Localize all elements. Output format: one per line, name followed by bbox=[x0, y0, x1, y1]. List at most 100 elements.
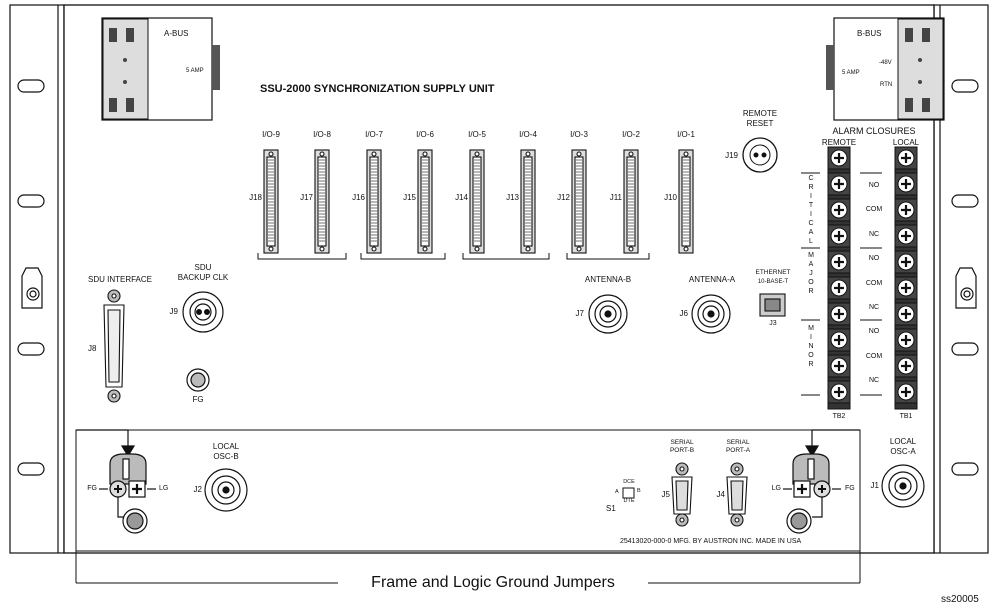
serial-port-b-label-line1: SERIAL bbox=[670, 439, 694, 446]
tb1-label: TB1 bbox=[899, 413, 913, 420]
alarm-group-critical-char: C bbox=[808, 220, 814, 227]
io-jack-j15: J15 bbox=[403, 193, 416, 202]
alarm-group-minor-char: R bbox=[808, 361, 814, 368]
right-jumper-lg-label: LG bbox=[771, 485, 781, 492]
antenna-a-connector bbox=[691, 294, 731, 334]
io-connectors bbox=[263, 149, 694, 254]
a-bus-amp-label: 5 AMP bbox=[186, 68, 204, 74]
alarm-closures-title: ALARM CLOSURES bbox=[832, 126, 916, 136]
ethernet-jack: J3 bbox=[769, 320, 777, 327]
serial-port-b-jack: J5 bbox=[661, 490, 670, 499]
io-label-2: I/O-8 bbox=[313, 130, 331, 139]
ethernet-port bbox=[759, 293, 786, 317]
io-jack-j18: J18 bbox=[249, 193, 262, 202]
alarm-group-critical-char: T bbox=[808, 202, 814, 209]
left-jumper-fg-label: FG bbox=[87, 485, 97, 492]
alarm-group-major-char: M bbox=[808, 252, 814, 259]
local-osc-b-label-line1: LOCAL bbox=[212, 442, 240, 451]
serial-port-a-jack: J4 bbox=[716, 490, 725, 499]
b-bus-amp-label: 5 AMP bbox=[842, 70, 860, 76]
switch-a-label: A bbox=[615, 489, 619, 495]
io-connector-j18 bbox=[263, 149, 279, 254]
io-connector-j10 bbox=[678, 149, 694, 254]
alarm-contact-8: COM bbox=[865, 353, 883, 360]
alarm-group-critical-char: C bbox=[808, 175, 814, 182]
io-connector-j12 bbox=[571, 149, 587, 254]
alarm-contact-3: NC bbox=[868, 231, 880, 238]
serial-port-a-label-line2: PORT-A bbox=[725, 447, 751, 454]
io-label-5: I/O-5 bbox=[468, 130, 486, 139]
io-jack-j13: J13 bbox=[506, 193, 519, 202]
local-osc-b-jack: J2 bbox=[193, 485, 202, 494]
figure-id: ss20005 bbox=[941, 594, 979, 605]
alarm-remote-heading: REMOTE bbox=[821, 138, 857, 147]
io-jack-j16: J16 bbox=[352, 193, 365, 202]
switch-b-label: B bbox=[637, 488, 641, 494]
sdu-backup-jack: J9 bbox=[169, 307, 178, 316]
io-connector-j13 bbox=[520, 149, 536, 254]
alarm-contact-2: COM bbox=[865, 206, 883, 213]
left-ground-jumper bbox=[76, 429, 156, 534]
alarm-contact-9: NC bbox=[868, 377, 880, 384]
alarm-group-critical-char: L bbox=[809, 238, 813, 245]
alarm-group-critical-char: A bbox=[808, 229, 814, 236]
frame-ground-label: FG bbox=[192, 395, 204, 404]
b-bus-label: B-BUS bbox=[857, 29, 882, 38]
serial-port-a-connector bbox=[726, 462, 748, 527]
a-bus-power-module bbox=[101, 17, 220, 121]
b-bus-power-module bbox=[826, 17, 945, 121]
remote-reset-connector bbox=[742, 137, 778, 173]
io-connector-j15 bbox=[417, 149, 433, 254]
alarm-group-critical-char: I bbox=[810, 193, 812, 200]
sdu-backup-label-line1: SDU bbox=[194, 263, 212, 272]
switch-dce-label: DCE bbox=[623, 479, 635, 485]
antenna-b-jack: J7 bbox=[575, 309, 584, 318]
io-label-9: I/O-1 bbox=[677, 130, 695, 139]
sdu-interface-label: SDU INTERFACE bbox=[87, 275, 153, 284]
antenna-b-connector bbox=[588, 294, 628, 334]
local-osc-b-label-line2: OSC-B bbox=[213, 452, 239, 461]
alarm-group-major-char: A bbox=[808, 261, 814, 268]
alarm-group-minor-char: M bbox=[808, 325, 814, 332]
sdu-backup-label-line2: BACKUP CLK bbox=[177, 273, 229, 282]
local-osc-a-label-line2: OSC-A bbox=[890, 447, 916, 456]
alarm-group-major-char: R bbox=[808, 288, 814, 295]
remote-reset-jack: J19 bbox=[725, 151, 738, 160]
io-label-3: I/O-7 bbox=[365, 130, 383, 139]
remote-reset-label-line2: RESET bbox=[746, 119, 774, 128]
io-connector-j11 bbox=[623, 149, 639, 254]
antenna-b-label: ANTENNA-B bbox=[584, 275, 632, 284]
sdu-interface-jack: J8 bbox=[88, 344, 97, 353]
sdu-backup-clk-connector bbox=[182, 291, 224, 333]
io-label-1: I/O-9 bbox=[262, 130, 280, 139]
alarm-contact-1: NO bbox=[868, 182, 880, 189]
dce-dte-switch bbox=[622, 487, 635, 499]
manufacturer-text: 25413020-000-0 MFG. BY AUSTRON INC. MADE… bbox=[620, 538, 802, 545]
unit-title: SSU-2000 SYNCHRONIZATION SUPPLY UNIT bbox=[260, 83, 495, 95]
local-osc-a-jack: J1 bbox=[870, 481, 879, 490]
io-label-8: I/O-2 bbox=[622, 130, 640, 139]
right-jumper-fg-label: FG bbox=[845, 485, 855, 492]
remote-reset-label-line1: REMOTE bbox=[742, 109, 778, 118]
io-label-6: I/O-4 bbox=[519, 130, 537, 139]
b-bus-rtn-label: RTN bbox=[880, 82, 893, 88]
switch-s1-label: S1 bbox=[606, 504, 616, 513]
io-jack-j14: J14 bbox=[455, 193, 468, 202]
io-jack-j12: J12 bbox=[557, 193, 570, 202]
alarm-group-major-char: J bbox=[809, 270, 813, 277]
alarm-contact-7: NO bbox=[868, 328, 880, 335]
io-jack-j17: J17 bbox=[300, 193, 313, 202]
io-connector-j14 bbox=[469, 149, 485, 254]
alarm-contact-6: NC bbox=[868, 304, 880, 311]
antenna-a-label: ANTENNA-A bbox=[688, 275, 736, 284]
alarm-group-minor-char: O bbox=[808, 352, 814, 359]
local-osc-a-connector bbox=[881, 464, 925, 508]
alarm-contact-5: COM bbox=[865, 280, 883, 287]
local-osc-a-label-line1: LOCAL bbox=[889, 437, 917, 446]
ethernet-label-line2: 10-BASE-T bbox=[757, 279, 789, 285]
io-jack-j10: J10 bbox=[664, 193, 677, 202]
io-connector-j16 bbox=[366, 149, 382, 254]
serial-port-b-connector bbox=[671, 462, 693, 527]
serial-port-a-label-line1: SERIAL bbox=[726, 439, 750, 446]
